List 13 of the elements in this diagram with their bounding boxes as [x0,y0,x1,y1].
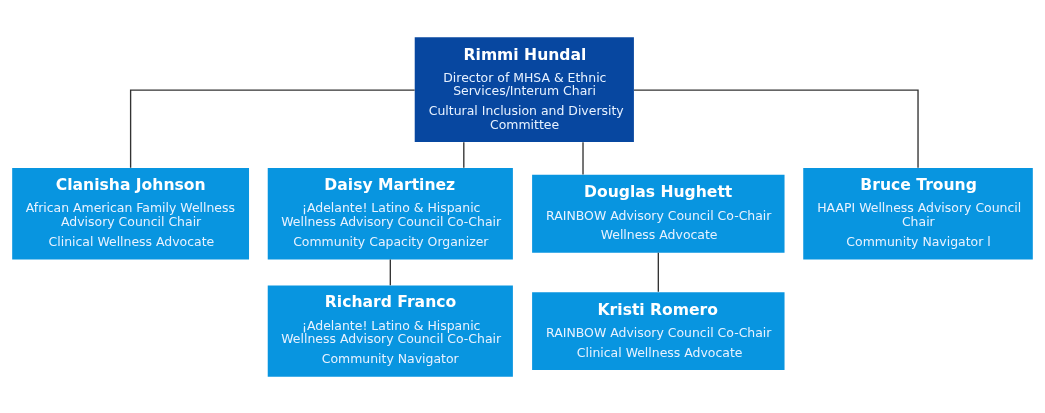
node-box: Douglas Hughett RAINBOW Advisory Council Co-Chair Wellness Advocate [532,174,785,253]
connector [633,88,919,168]
node-box: Richard Franco ¡Adelante! Latino & Hispanic Wellness Advisory Council Co-Chair Community Navigator [267,284,513,377]
node-box: Daisy Martinez ¡Adelante! Latino & Hispanic Wellness Advisory Council Co-Chair Community Capacity Organizer [267,167,513,259]
connector [582,141,584,175]
node-box: Clanisha Johnson African American Family Wellness Advisory Council Chair Clinical Wellness Advocate [12,167,250,259]
connector [389,258,391,286]
node-box: Kristi Romero RAINBOW Advisory Council Co-Chair Clinical Wellness Advocate [532,291,785,370]
connector [129,88,416,168]
connector [657,251,659,292]
node-box: Rimmi Hundal Director of MHSA & Ethnic Services/Interum Chari Cultural Inclusion and Diversity Committee [414,36,634,142]
connector [463,141,465,168]
node-box: Bruce Troung HAAPI Wellness Advisory Council Chair Community Navigator l [803,167,1033,259]
